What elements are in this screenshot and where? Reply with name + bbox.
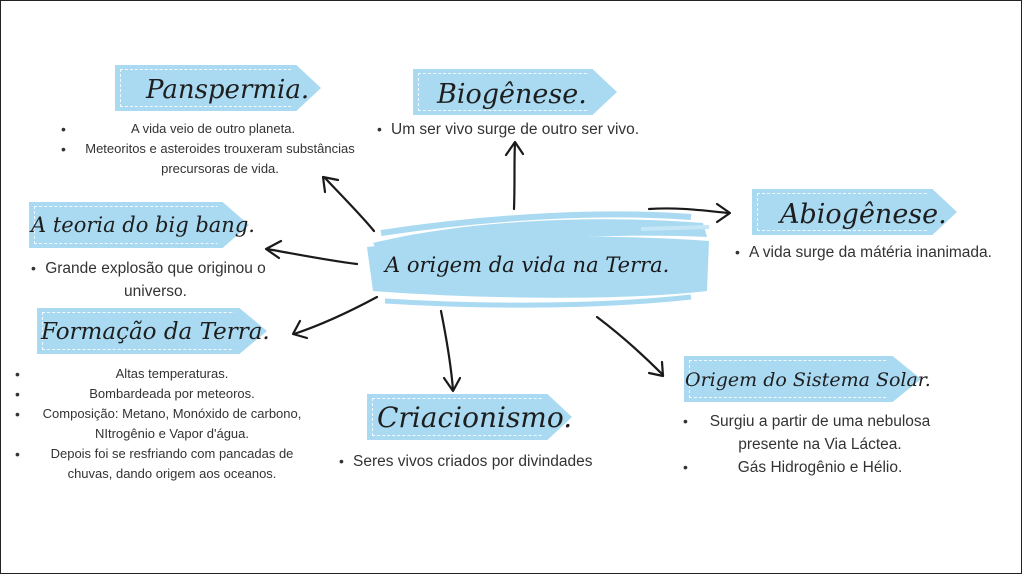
bigbang-list: Grande explosão que originou o universo. <box>31 257 266 303</box>
list-item: Meteoritos e asteroides trouxeram substâ… <box>61 139 371 179</box>
criacionismo-tag <box>367 394 572 440</box>
panspermia-tag <box>115 65 321 111</box>
list-item: Composição: Metano, Monóxido de carbono,… <box>15 404 315 444</box>
arrow-to-sistema-solar <box>595 315 665 378</box>
formacao-tag <box>37 308 267 354</box>
list-item: Gás Hidrogênio e Hélio. <box>683 456 943 479</box>
arrow-to-panspermia <box>321 175 376 233</box>
criacionismo-title: Criacionismo. <box>377 401 573 434</box>
list-item: Seres vivos criados por divindades <box>339 450 629 473</box>
panspermia-title: Panspermia. <box>146 75 310 105</box>
formacao-list: Altas temperaturas. Bombardeada por mete… <box>15 364 315 484</box>
abiogenese-title: Abiogênese. <box>780 199 947 230</box>
formacao-title: Formação da Terra. <box>41 319 270 345</box>
sistema-solar-list: Surgiu a partir de uma nebulosa presente… <box>683 410 943 479</box>
sistema-solar-tag <box>684 356 921 402</box>
arrow-to-biogenese <box>504 140 525 211</box>
panspermia-list: A vida veio de outro planeta. Meteoritos… <box>61 119 371 179</box>
criacionismo-list: Seres vivos criados por divindades <box>339 450 629 473</box>
arrow-to-formacao <box>291 295 379 340</box>
abiogenese-tag <box>752 189 957 235</box>
arrow-to-abiogenese <box>647 202 732 224</box>
arrow-to-criacionismo <box>439 309 462 393</box>
biogenese-list: Um ser vivo surge de outro ser vivo. <box>377 118 677 141</box>
list-item: A vida veio de outro planeta. <box>61 119 371 139</box>
list-item: Bombardeada por meteoros. <box>15 384 315 404</box>
list-item: Grande explosão que originou o universo. <box>31 257 266 303</box>
list-item: Um ser vivo surge de outro ser vivo. <box>377 118 677 141</box>
bigbang-tag <box>29 202 249 248</box>
list-item: Altas temperaturas. <box>15 364 315 384</box>
bigbang-title: A teoria do big bang. <box>31 213 255 237</box>
list-item: Surgiu a partir de uma nebulosa presente… <box>683 410 943 456</box>
biogenese-title: Biogênese. <box>437 79 587 110</box>
arrow-to-bigbang <box>264 239 359 266</box>
list-item: Depois foi se resfriando com pancadas de… <box>15 444 315 484</box>
sistema-solar-title: Origem do Sistema Solar. <box>685 369 931 391</box>
central-title: A origem da vida na Terra. <box>385 253 670 277</box>
abiogenese-list: A vida surge da mátéria inanimada. <box>735 241 1005 264</box>
list-item: A vida surge da mátéria inanimada. <box>735 241 1005 264</box>
biogenese-tag <box>413 69 617 115</box>
